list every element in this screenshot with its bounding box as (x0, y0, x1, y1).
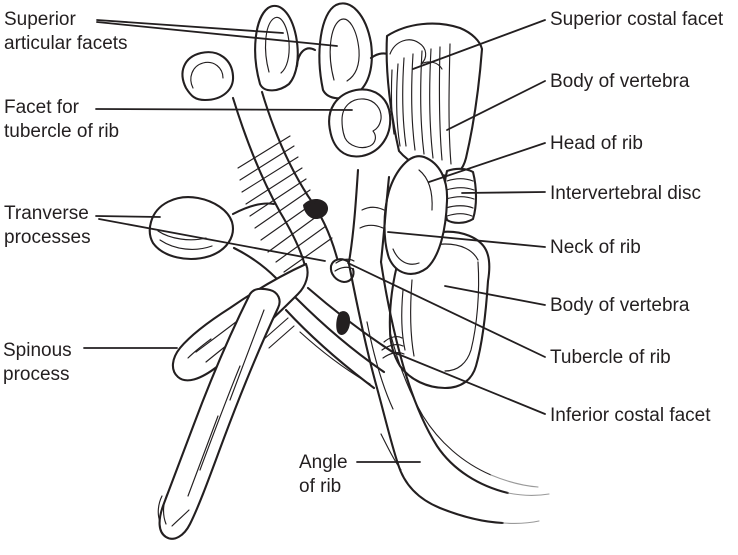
label-tubercle-of-rib: Tubercle of rib (550, 346, 671, 370)
label-superior-articular-facets-line: Superior (4, 9, 76, 30)
label-neck-of-rib-line: Neck of rib (550, 237, 641, 258)
label-head-of-rib: Head of rib (550, 132, 643, 156)
label-superior-articular-facets: Superior articular facets (4, 8, 128, 56)
label-angle-of-rib-line: of rib (299, 476, 342, 497)
label-superior-costal-facet: Superior costal facet (550, 8, 723, 32)
leader-line-intervertebral-disc-0 (461, 191, 546, 194)
label-tubercle-of-rib-line: Tubercle of rib (550, 347, 671, 368)
label-neck-of-rib: Neck of rib (550, 236, 641, 260)
leader-line-inferior-costal-facet-0 (392, 351, 546, 415)
leader-line-body-of-vertebra-upper-0 (446, 80, 546, 131)
leader-line-superior-articular-facets-0 (96, 19, 284, 34)
label-body-of-vertebra-lower-line: Body of vertebra (550, 295, 690, 316)
leader-line-neck-of-rib-0 (387, 231, 546, 248)
upper-vertebra (181, 2, 410, 273)
head-of-rib-shape (383, 155, 449, 275)
leader-line-transverse-processes-0 (95, 215, 161, 218)
superior-articular-facet-left (254, 4, 299, 92)
label-head-of-rib-line: Head of rib (550, 133, 643, 154)
label-inferior-costal-facet: Inferior costal facet (550, 404, 711, 428)
transverse-process-shape (148, 196, 234, 260)
leader-line-transverse-processes-1 (98, 218, 326, 262)
label-spinous-process-line: process (3, 364, 70, 385)
rib-shape (329, 168, 550, 525)
label-transverse-processes-line: Tranverse (4, 203, 89, 224)
leader-line-superior-articular-facets-1 (96, 21, 338, 47)
label-spinous-process: Spinous process (3, 339, 72, 387)
lamina-hatching (237, 135, 333, 273)
leader-line-facet-for-tubercle-of-rib-0 (95, 108, 353, 111)
label-transverse-processes-line: processes (4, 227, 91, 248)
label-facet-for-tubercle-of-rib-line: Facet for (4, 97, 79, 118)
label-intervertebral-disc-line: Intervertebral disc (550, 183, 702, 204)
label-transverse-processes: Tranverse processes (4, 202, 91, 250)
label-angle-of-rib-line: Angle (299, 452, 348, 473)
label-body-of-vertebra-lower: Body of vertebra (550, 294, 689, 318)
leader-line-superior-costal-facet-0 (412, 19, 546, 70)
leader-line-body-of-vertebra-lower-0 (444, 285, 546, 306)
label-superior-articular-facets-line: articular facets (4, 33, 128, 54)
label-superior-costal-facet-line: Superior costal facet (550, 9, 724, 30)
label-inferior-costal-facet-line: Inferior costal facet (550, 405, 711, 426)
label-intervertebral-disc: Intervertebral disc (550, 182, 701, 206)
lower-vertebra-posterior (148, 196, 404, 540)
label-facet-for-tubercle-of-rib-line: tubercle of rib (4, 121, 120, 142)
label-body-of-vertebra-upper: Body of vertebra (550, 70, 689, 94)
label-angle-of-rib: Angle of rib (299, 451, 348, 499)
leader-line-head-of-rib-0 (428, 142, 546, 183)
body-of-vertebra-upper-shape (385, 22, 484, 178)
label-spinous-process-line: Spinous (3, 340, 72, 361)
label-facet-for-tubercle-of-rib: Facet for tubercle of rib (4, 96, 119, 144)
leader-line-tubercle-of-rib-0 (347, 262, 546, 358)
label-body-of-vertebra-upper-line: Body of vertebra (550, 71, 690, 92)
angle-of-rib-ridge (380, 433, 402, 471)
long-spinous-process-shape (158, 287, 281, 540)
